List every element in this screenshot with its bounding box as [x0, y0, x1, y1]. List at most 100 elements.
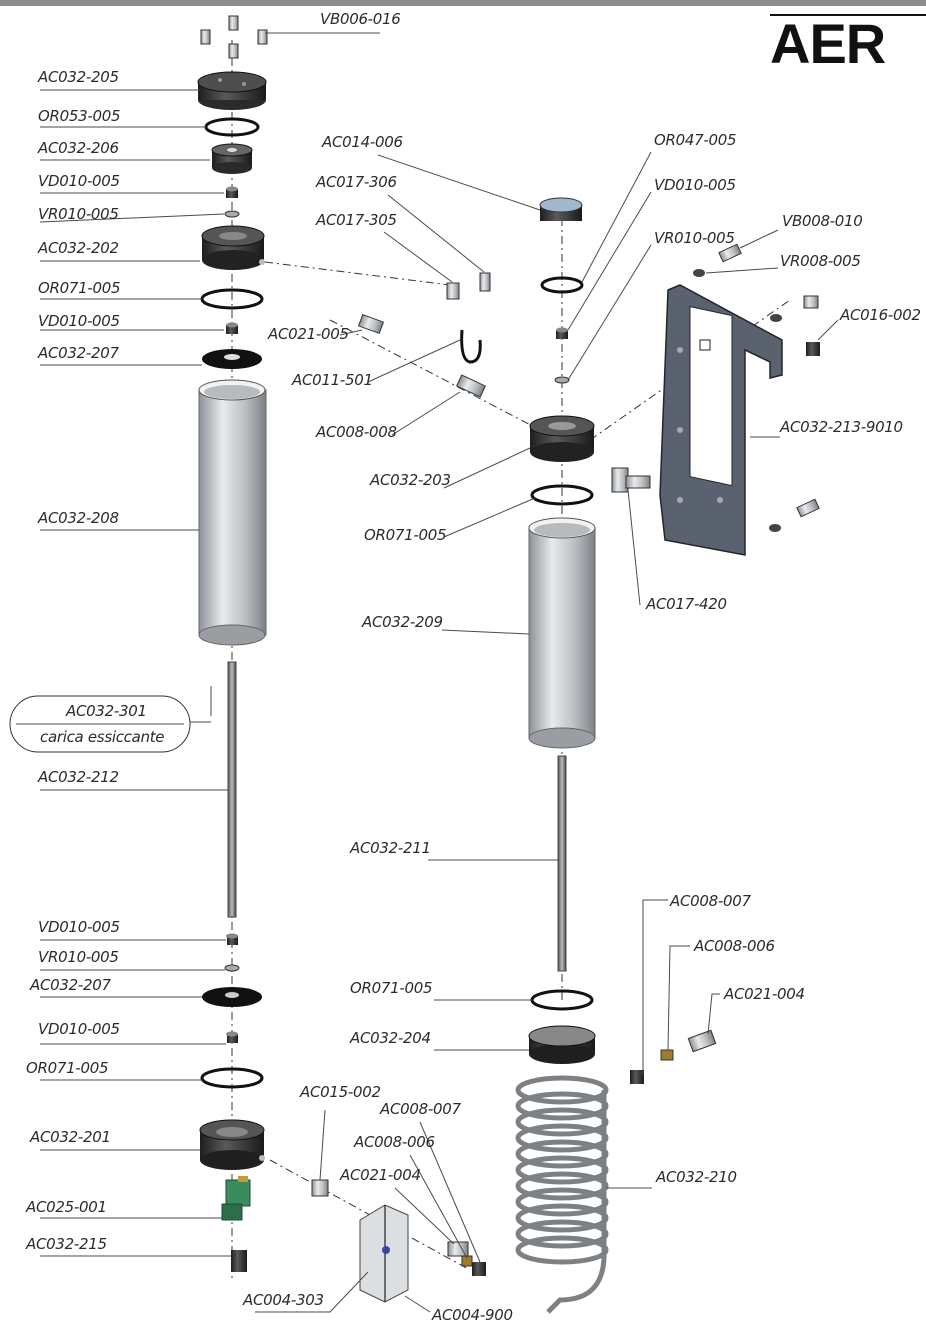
label-ac032-212: AC032-212	[37, 768, 119, 786]
washer-vr008-005	[693, 269, 705, 277]
bracket-ac032-213-9010	[659, 284, 783, 556]
label-ac011-501: AC011-501	[291, 371, 373, 389]
label-ac017-420: AC017-420	[645, 595, 727, 613]
label-ac008-006-a: AC008-006	[353, 1133, 435, 1151]
fitting-ac021-005	[357, 313, 385, 335]
label-or053-005: OR053-005	[38, 107, 120, 125]
screw-vb008-010	[718, 243, 742, 263]
oring-or071-005-upper-right	[530, 484, 594, 506]
washer-bracket-top	[770, 314, 782, 322]
washer-vr010-005-lower	[224, 964, 240, 972]
cap-ac032-204	[528, 1025, 596, 1064]
disc-ac032-206	[211, 143, 253, 174]
label-ac032-210: AC032-210	[655, 1168, 737, 1186]
label-ac032-203: AC032-203	[369, 471, 451, 489]
fitting-ac008-007-left	[472, 1262, 486, 1276]
oring-or047-005	[540, 276, 584, 294]
label-ac032-211: AC032-211	[349, 839, 431, 857]
elbow-ac017-305	[446, 282, 460, 300]
label-ac032-201: AC032-201	[29, 1128, 111, 1146]
label-ac004-900: AC004-900	[431, 1306, 513, 1324]
right-assembly	[264, 197, 820, 1314]
block-ac004-303	[359, 1204, 409, 1303]
label-ac008-007-a: AC008-007	[379, 1100, 461, 1118]
label-ac025-001: AC025-001	[25, 1198, 107, 1216]
sight-glass-ac014-006	[539, 197, 583, 221]
nut-vd010-005-fourth	[226, 1031, 238, 1043]
right-leader-lines	[255, 151, 839, 1313]
fitting-ac021-004-right	[687, 1029, 717, 1053]
label-vb008-010: VB008-010	[782, 212, 863, 230]
fitting-axis-2	[329, 319, 541, 431]
screw-bracket-bottom	[796, 498, 820, 518]
label-vd010-005-a: VD010-005	[38, 172, 120, 190]
fitting-ac008-007-right	[630, 1070, 644, 1084]
label-ac032-207-a: AC032-207	[37, 344, 119, 362]
label-vd010-005-b: VD010-005	[38, 312, 120, 330]
label-ac004-303: AC004-303	[242, 1291, 324, 1309]
label-vd010-005-e: VD010-005	[654, 176, 736, 194]
tube-ac011-501	[460, 329, 482, 364]
bracket-axis	[589, 299, 791, 441]
base-ac032-201	[199, 1119, 265, 1170]
label-ac008-006-b: AC008-006	[693, 937, 775, 955]
label-carica-essiccante: carica essiccante	[40, 728, 164, 746]
label-ac008-008: AC008-008	[315, 423, 397, 441]
rod-ac032-211	[557, 755, 567, 972]
label-ac008-007-b: AC008-007	[669, 892, 751, 910]
elbow-ac017-420	[611, 467, 651, 493]
label-ac032-209: AC032-209	[361, 613, 443, 631]
plug-ac032-215	[231, 1250, 247, 1272]
left-leader-lines	[39, 32, 380, 1257]
tube-ac032-208	[198, 379, 267, 646]
elbow-ac017-306	[479, 272, 491, 292]
nut-vd010-005-right	[556, 327, 568, 339]
cover-plate-ac032-205	[197, 71, 267, 110]
fitting-ac008-006-right	[660, 1049, 674, 1061]
nut-vd010-005-top	[226, 186, 238, 198]
label-vr010-005-c: VR010-005	[654, 229, 735, 247]
top-border-bar	[0, 0, 926, 6]
fitting-ac008-008	[456, 374, 486, 398]
label-or071-005-d: OR071-005	[350, 979, 432, 997]
label-vb006-016: VB006-016	[320, 10, 401, 28]
label-ac021-005: AC021-005	[267, 325, 349, 343]
label-ac032-207-b: AC032-207	[29, 976, 111, 994]
label-or071-005-b: OR071-005	[26, 1059, 108, 1077]
label-vd010-005-c: VD010-005	[38, 918, 120, 936]
disc-ac032-207-upper	[202, 349, 262, 369]
fitting-ac015-002	[311, 1179, 329, 1197]
label-ac017-305: AC017-305	[315, 211, 397, 229]
valve-ac025-001	[221, 1176, 251, 1221]
head-ac032-203	[529, 415, 595, 462]
fitting-axis-1	[264, 261, 451, 286]
head-ac032-202	[201, 225, 265, 270]
label-ac032-204: AC032-204	[349, 1029, 431, 1047]
label-vr008-005: VR008-005	[780, 252, 861, 270]
label-vd010-005-d: VD010-005	[38, 1020, 120, 1038]
screw-vb006-016	[200, 15, 268, 59]
label-ac014-006: AC014-006	[321, 133, 403, 151]
nut-vd010-005-third	[226, 933, 238, 945]
label-ac016-002: AC016-002	[839, 306, 921, 324]
logo-rule	[770, 14, 926, 16]
part-labels: VB006-016 AC032-205 OR053-005 AC032-206 …	[25, 10, 921, 1324]
label-or071-005-c: OR071-005	[364, 526, 446, 544]
label-ac032-208: AC032-208	[37, 509, 119, 527]
washer-vr010-005-right	[554, 376, 570, 384]
label-ac032-213-9010: AC032-213-9010	[779, 418, 903, 436]
label-ac032-301: AC032-301	[65, 702, 147, 720]
cap-ac016-002	[803, 295, 820, 356]
label-ac032-206: AC032-206	[37, 139, 119, 157]
brand-logo: AER	[770, 12, 886, 75]
label-ac032-215: AC032-215	[25, 1235, 107, 1253]
rod-ac032-212	[227, 661, 237, 918]
washer-bracket-bottom	[769, 524, 781, 532]
label-or071-005-a: OR071-005	[38, 279, 120, 297]
label-ac015-002: AC015-002	[299, 1083, 381, 1101]
label-ac021-004-a: AC021-004	[339, 1166, 421, 1184]
label-ac032-202: AC032-202	[37, 239, 119, 257]
disc-ac032-207-lower	[202, 987, 262, 1007]
coil-ac032-210	[515, 1075, 609, 1314]
washer-vr010-005-top	[224, 210, 240, 218]
